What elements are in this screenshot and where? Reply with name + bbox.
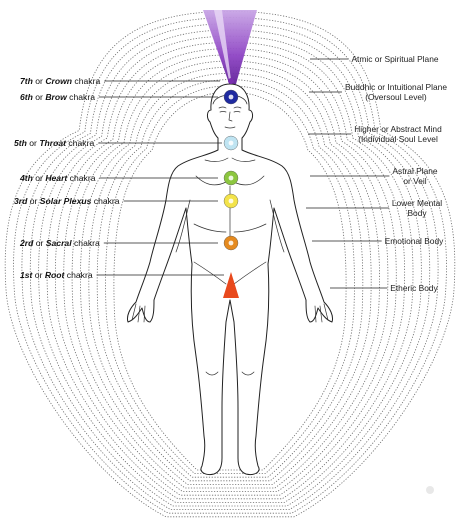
chakra-label: 4th or Heart chakra <box>19 173 96 183</box>
chakra-label: 1st or Root chakra <box>20 270 93 280</box>
chakra-marker <box>224 171 238 185</box>
corner-mark-icon <box>426 486 434 494</box>
chakra-label: 7th or Crown chakra <box>20 76 100 86</box>
chakra-crown-marker <box>228 78 234 84</box>
plane-label: Etheric Body <box>390 283 438 293</box>
plane-label: Atmic or Spiritual Plane <box>351 54 438 64</box>
chakra-marker <box>224 90 238 104</box>
plane-label: Emotional Body <box>385 236 444 246</box>
plane-label: Buddhic or Intuitional Plane(Oversoul Le… <box>345 82 447 102</box>
plane-label: Higher or Abstract Mind(Individual Soul … <box>354 124 442 144</box>
chakra-marker <box>224 236 238 250</box>
chakra-label: 2rd or Sacral chakra <box>19 238 100 248</box>
chakra-marker <box>224 194 238 208</box>
chakra-label: 5th or Throat chakra <box>14 138 94 148</box>
chakra-label: 6th or Brow chakra <box>20 92 95 102</box>
chakra-label: 3rd or Solar Plexus chakra <box>14 196 120 206</box>
chakra-marker <box>224 136 238 150</box>
